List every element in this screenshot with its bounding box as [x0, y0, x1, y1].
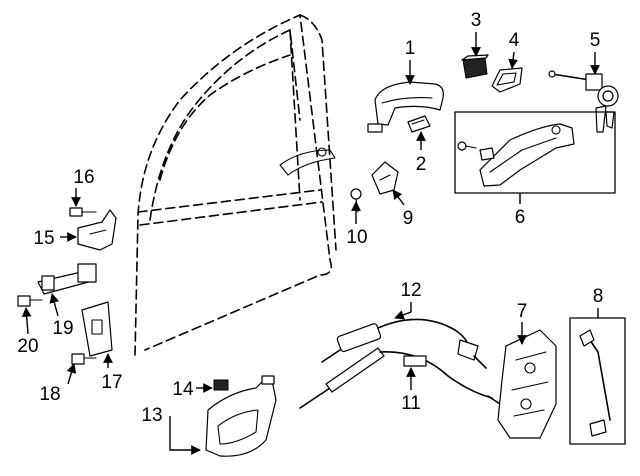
part-8-rod-box [569, 317, 626, 445]
part-20-bolt [17, 295, 43, 307]
part-7-latch [497, 329, 557, 439]
callout-4: 4 [509, 30, 520, 51]
part-15-hinge [77, 209, 117, 251]
part-3-cap [461, 54, 489, 79]
part-9-striker [371, 161, 399, 195]
part-12-cable [321, 318, 487, 369]
callout-7: 7 [517, 301, 528, 322]
part-6-frame-box [454, 111, 616, 194]
part-16-bolt [69, 207, 97, 217]
part-2-handle-base [407, 115, 431, 133]
callout-2: 2 [416, 154, 427, 175]
callout-15: 15 [33, 228, 54, 249]
part-13-inside-handle [205, 375, 277, 457]
callout-14: 14 [172, 379, 194, 400]
callout-20: 20 [17, 336, 38, 357]
callout-3: 3 [471, 10, 482, 31]
door-outline [134, 13, 337, 356]
part-1-outside-handle [367, 81, 444, 133]
callout-11: 11 [401, 393, 421, 414]
door-handle-recess [279, 147, 336, 176]
callout-19: 19 [52, 318, 73, 339]
callout-13: 13 [141, 405, 162, 426]
callout-6: 6 [515, 207, 526, 228]
part-19-checker [37, 263, 97, 295]
leader-lines [21, 32, 600, 455]
part-17-hinge [81, 301, 113, 357]
callout-5: 5 [590, 30, 601, 51]
callout-16: 16 [73, 167, 94, 188]
callout-9: 9 [403, 208, 414, 229]
callout-12: 12 [400, 280, 421, 301]
callout-17: 17 [101, 372, 122, 393]
callout-labels: 1 2 3 4 5 6 7 8 9 10 11 12 13 14 15 16 1… [17, 10, 603, 426]
part-4-gasket [491, 67, 523, 93]
callout-10: 10 [346, 227, 367, 248]
part-14-clip [213, 379, 229, 391]
callout-8: 8 [593, 286, 604, 307]
callout-1: 1 [405, 38, 416, 59]
callout-18: 18 [39, 384, 60, 405]
part-11-cable [299, 347, 501, 409]
part-18-bolt [71, 353, 97, 365]
part-5-key-cylinder [548, 70, 619, 133]
